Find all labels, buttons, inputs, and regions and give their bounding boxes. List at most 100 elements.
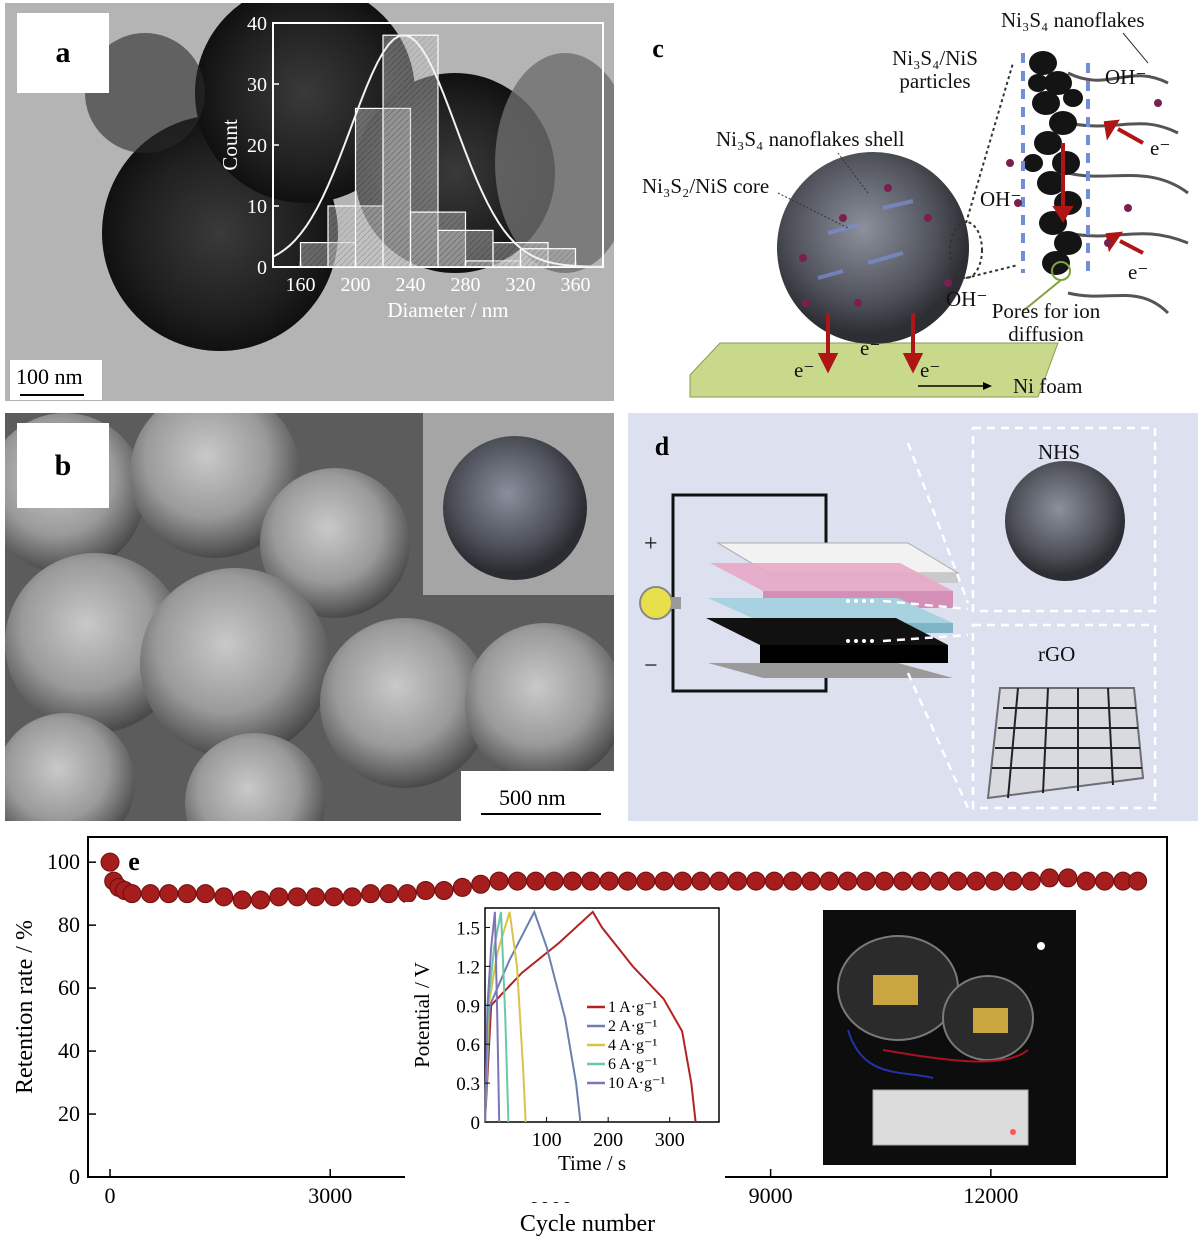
retention-point (250, 890, 270, 910)
label-ohm: OH⁻ (1105, 65, 1147, 89)
retention-point (269, 887, 289, 907)
retention-point (599, 871, 619, 891)
bulb-icon (639, 586, 673, 620)
label-electron: e⁻ (1150, 136, 1171, 160)
tem-image (5, 3, 614, 401)
y-axis-label: Count (218, 119, 242, 171)
gcd-series-line (484, 910, 697, 1123)
legend-label: 6 A·g⁻¹ (608, 1056, 657, 1073)
retention-point (691, 871, 711, 891)
label-rgo: rGO (1038, 642, 1076, 666)
retention-point (728, 871, 748, 891)
retention-point (856, 871, 876, 891)
y-tick-label: 80 (58, 912, 80, 937)
retention-point (709, 871, 729, 891)
plus-terminal: + (644, 531, 658, 557)
label-electron: e⁻ (860, 336, 881, 360)
x-tick-label: 240 (396, 274, 426, 296)
y-tick-label: 60 (58, 975, 80, 1000)
label-ohm: OH⁻ (946, 287, 988, 311)
x-axis-label: Diameter / nm (387, 298, 508, 322)
x-tick-label: 320 (506, 274, 536, 296)
rgo-sheet (986, 687, 1145, 800)
ni-foam-plate (689, 342, 1059, 398)
y-tick-label: 100 (47, 849, 80, 874)
label-nhs: NHS (1038, 440, 1081, 464)
label-electron: e⁻ (794, 358, 815, 382)
nhs-sphere (777, 152, 969, 344)
scale-bar-line (20, 394, 84, 396)
retention-point (929, 871, 949, 891)
x-tick-label: 300 (655, 1129, 685, 1151)
gaussian-fit-line (272, 34, 603, 268)
x-tick-label: 9000 (749, 1183, 793, 1208)
retention-point (100, 852, 120, 872)
label-ni3s4-nanoflakes: Ni₃S₄ nanoflakes (1001, 8, 1145, 32)
retention-point (1021, 871, 1041, 891)
retention-point (544, 871, 564, 891)
panel-d: d + − NHS rGO (628, 413, 1198, 821)
x-tick-label: 160 (286, 274, 316, 296)
panel-c-label: c (642, 31, 674, 67)
retention-point (1003, 871, 1023, 891)
retention-point (673, 871, 693, 891)
device-schematic (639, 426, 1157, 810)
y-tick-label: 40 (247, 13, 267, 35)
retention-point (1076, 871, 1096, 891)
label-shell: Ni₃S₄ nanoflakes shell (716, 127, 905, 151)
x-tick-label: 280 (451, 274, 481, 296)
retention-point (1128, 871, 1148, 891)
retention-point (783, 871, 803, 891)
retention-point (397, 884, 417, 904)
retention-point (1058, 868, 1078, 888)
minus-terminal: − (644, 653, 658, 679)
retention-point (746, 871, 766, 891)
retention-point (636, 871, 656, 891)
nhs-sphere-inset (443, 436, 587, 580)
retention-point (342, 887, 362, 907)
particle-column (1023, 51, 1083, 275)
retention-point (526, 871, 546, 891)
retention-point (306, 887, 326, 907)
x-tick-label: 3000 (308, 1183, 352, 1208)
x-axis-label: Time / s (558, 1151, 626, 1175)
retention-point (434, 881, 454, 901)
label-ohm: OH⁻ (980, 187, 1022, 211)
gcd-frame (484, 907, 720, 1123)
retention-point (819, 871, 839, 891)
y-tick-label: 0 (471, 1113, 481, 1134)
x-tick-label: 0 (105, 1183, 116, 1208)
retention-point (489, 871, 509, 891)
retention-point (801, 871, 821, 891)
y-tick-label: 0 (69, 1164, 80, 1189)
legend-label: 1 A·g⁻¹ (608, 999, 657, 1016)
retention-point (416, 881, 436, 901)
retention-point (838, 871, 858, 891)
label-particles: Ni₃S₄/NiS particles (892, 46, 978, 94)
y-tick-label: 40 (58, 1038, 80, 1063)
retention-point (1095, 871, 1115, 891)
retention-point (122, 884, 142, 904)
retention-point (874, 871, 894, 891)
y-tick-label: 1.2 (456, 957, 480, 978)
x-tick-label: 200 (341, 274, 371, 296)
gcd-bg (405, 902, 725, 1202)
cycle-retention-chart: 030006000900012000020406080100Cycle numb… (12, 836, 1168, 1237)
retention-point (562, 871, 582, 891)
gcd-series-line (484, 911, 501, 1123)
y-tick-label: 30 (247, 74, 267, 96)
core-shell-schematic (689, 32, 1189, 398)
label-ni-foam: Ni foam (1013, 374, 1083, 398)
y-tick-label: 20 (247, 135, 267, 157)
label-pores: Pores for ion diffusion (991, 299, 1101, 347)
retention-point (764, 871, 784, 891)
retention-point (911, 871, 931, 891)
retention-point (966, 871, 986, 891)
retention-point (471, 874, 491, 894)
retention-point (1040, 868, 1060, 888)
y-tick-label: 0.9 (456, 996, 480, 1017)
retention-point (177, 884, 197, 904)
x-tick-label: 100 (532, 1129, 562, 1151)
